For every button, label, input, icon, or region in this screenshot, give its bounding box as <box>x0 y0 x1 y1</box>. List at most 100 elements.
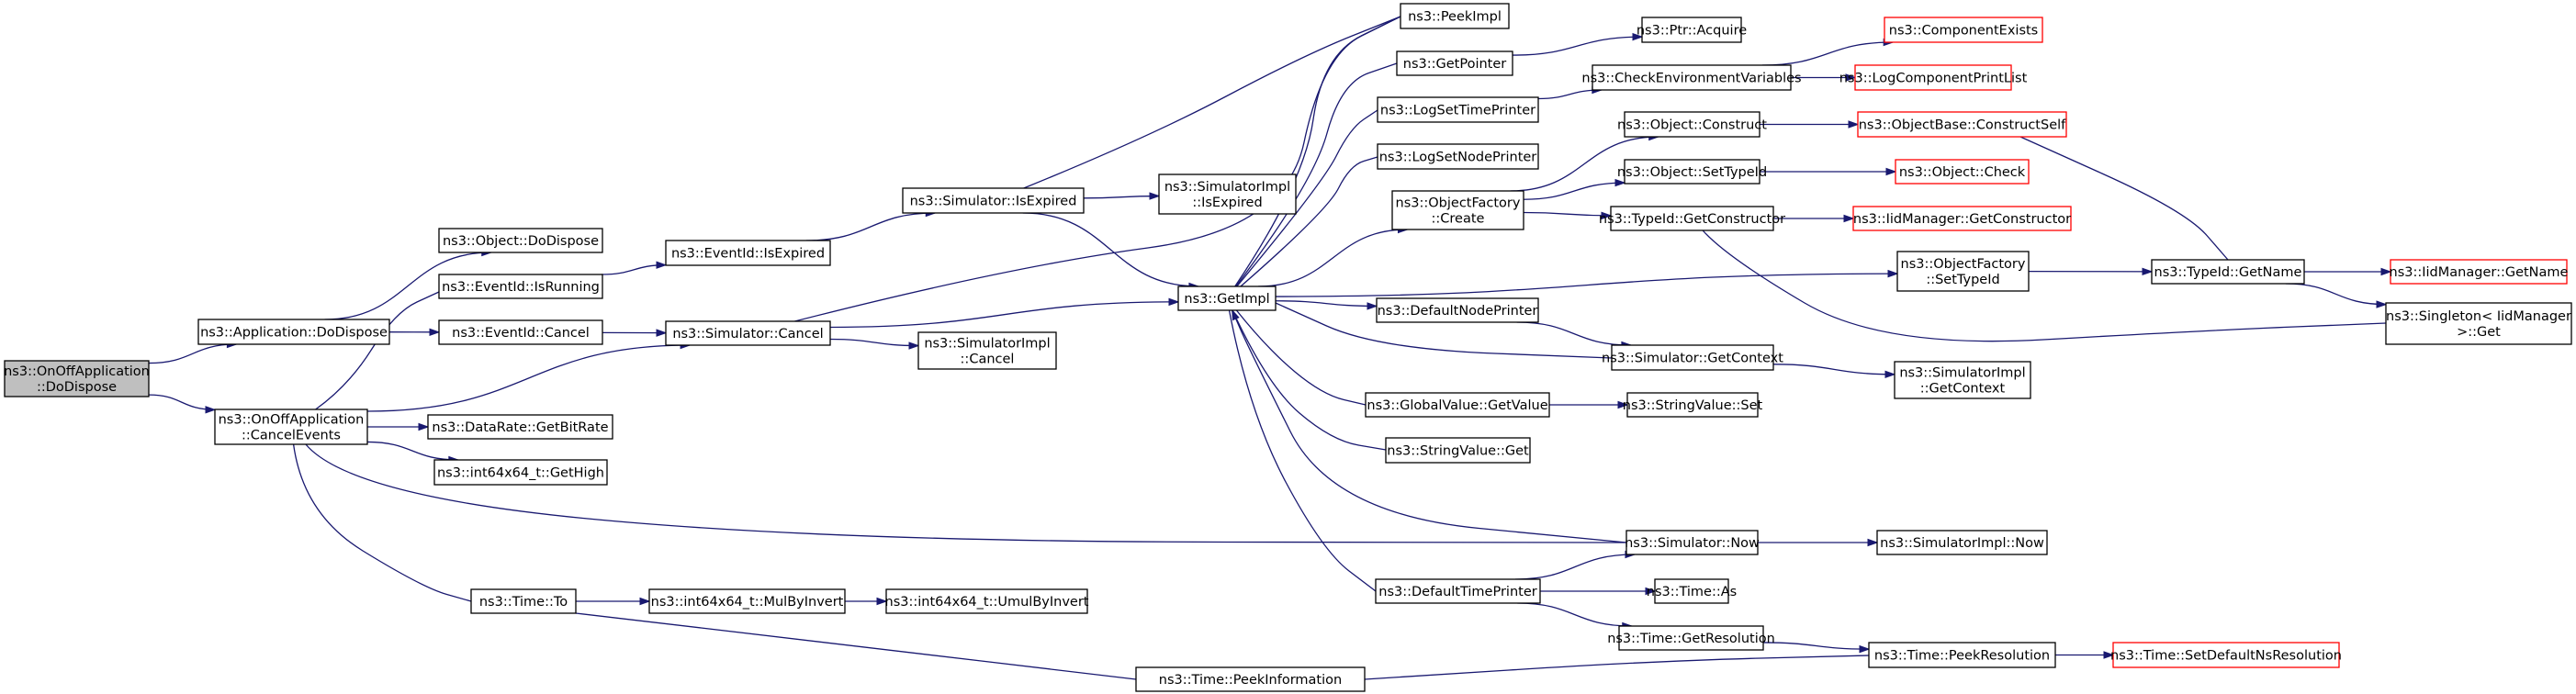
node-label: ns3::Application::DoDispose <box>200 325 388 340</box>
node-constructself[interactable]: ns3::ObjectBase::ConstructSelf <box>1857 111 2067 138</box>
node-getresolution[interactable]: ns3::Time::GetResolution <box>1607 625 1775 651</box>
edge-cancelevents-to-getbitrate <box>367 422 430 431</box>
node-label: ns3::EventId::IsExpired <box>671 246 825 261</box>
edge-defnodeprinter-to-simgetcontext <box>1516 321 1633 350</box>
node-implgetcontext[interactable]: ns3::SimulatorImpl::GetContext <box>1894 361 2031 399</box>
node-ofsettypeid[interactable]: ns3::ObjectFactory::SetTypeId <box>1896 251 2030 292</box>
node-ofcreate[interactable]: ns3::ObjectFactory::Create <box>1391 190 1524 230</box>
node-evcancel[interactable]: ns3::EventId::Cancel <box>438 319 603 345</box>
edge-getimpl-to-ofsettypeid <box>1275 269 1899 297</box>
edge-peekinfo-to-peekresolution <box>1364 655 1870 680</box>
node-logcompprint[interactable]: ns3::LogComponentPrintList <box>1839 64 2028 91</box>
node-label: ns3::DataRate::GetBitRate <box>432 420 608 435</box>
node-cancelevents[interactable]: ns3::OnOffApplication::CancelEvents <box>214 409 368 445</box>
node-label: ns3::LogComponentPrintList <box>1839 71 2028 85</box>
node-label: ns3::IidManager::GetName <box>2390 265 2569 280</box>
node-root[interactable]: ns3::OnOffApplication::DoDispose <box>4 360 150 397</box>
edge-ofsettypeid-to-typeidgetname <box>2028 267 2154 276</box>
node-ptracquire[interactable]: ns3::Ptr::Acquire <box>1637 17 1747 43</box>
node-label: ns3::GetPointer <box>1403 57 1507 72</box>
node-svget[interactable]: ns3::StringValue::Get <box>1385 437 1531 464</box>
edge-isrunning-to-isexpired <box>602 261 668 275</box>
node-label: ns3::PeekImpl <box>1408 9 1502 24</box>
node-implisexpired[interactable]: ns3::SimulatorImpl::IsExpired <box>1158 174 1297 215</box>
node-label: ::GetContext <box>1920 381 2006 396</box>
node-label: ns3::Simulator::Now <box>1625 536 1760 551</box>
node-timeas[interactable]: ns3::Time::As <box>1647 578 1737 604</box>
node-objdispose[interactable]: ns3::Object::DoDispose <box>438 228 603 253</box>
node-getconstructor[interactable]: ns3::TypeId::GetConstructor <box>1599 206 1785 231</box>
node-umulbyinvert[interactable]: ns3::int64x64_t::UmulByInvert <box>885 588 1089 614</box>
node-objcheck[interactable]: ns3::Object::Check <box>1895 159 2030 185</box>
node-label: ns3::Time::To <box>479 595 568 610</box>
node-timeto[interactable]: ns3::Time::To <box>470 588 577 614</box>
node-label: ns3::Time::SetDefaultNsResolution <box>2110 648 2342 663</box>
node-typeidgetname[interactable]: ns3::TypeId::GetName <box>2151 259 2305 285</box>
edge-objconstruct-to-constructself <box>1759 120 1860 129</box>
edge-deftimeprinter-to-getresolution <box>1517 602 1634 631</box>
node-getimpl[interactable]: ns3::GetImpl <box>1177 285 1277 311</box>
node-label: ns3::Singleton< IidManager <box>2386 309 2571 324</box>
node-svset[interactable]: ns3::StringValue::Set <box>1623 392 1763 418</box>
edge-getimpl-to-logsettime <box>1236 109 1378 287</box>
node-compexists[interactable]: ns3::ComponentExists <box>1884 17 2043 43</box>
edge-evcancel-to-simcancel <box>602 329 668 337</box>
edge-simcancel-to-implcancel <box>829 338 920 350</box>
node-deftimeprinter[interactable]: ns3::DefaultTimePrinter <box>1375 578 1541 604</box>
edge-getpointer-to-ptracquire <box>1512 32 1644 56</box>
node-singletonget[interactable]: ns3::Singleton< IidManager >::Get <box>2385 302 2572 345</box>
node-label: ns3::SimulatorImpl::Now <box>1880 536 2044 551</box>
node-simnow[interactable]: ns3::Simulator::Now <box>1625 530 1760 555</box>
node-checkenv[interactable]: ns3::CheckEnvironmentVariables <box>1581 64 1802 91</box>
edge-simisexpired-to-peekimpl <box>1023 16 1401 189</box>
node-label: ns3::TypeId::GetName <box>2154 265 2302 280</box>
node-label: ns3::ObjectFactory <box>1396 196 1521 210</box>
node-label: ns3::ObjectFactory <box>1901 257 2026 272</box>
edge-constructself-to-typeidgetname <box>2019 136 2229 261</box>
node-objsettypeid[interactable]: ns3::Object::SetTypeId <box>1617 159 1767 185</box>
edge-simgetcontext-to-getimpl <box>1275 302 1613 359</box>
node-gvgetvalue[interactable]: ns3::GlobalValue::GetValue <box>1365 392 1550 418</box>
edge-simisexpired-to-implisexpired <box>1083 192 1161 200</box>
node-setdefaultns[interactable]: ns3::Time::SetDefaultNsResolution <box>2110 642 2342 668</box>
node-logsettime[interactable]: ns3::LogSetTimePrinter <box>1377 96 1539 123</box>
node-getbitrate[interactable]: ns3::DataRate::GetBitRate <box>427 414 613 440</box>
node-isrunning[interactable]: ns3::EventId::IsRunning <box>438 274 603 299</box>
node-implnow[interactable]: ns3::SimulatorImpl::Now <box>1876 530 2048 555</box>
edge-appdispose-to-evcancel <box>388 328 441 337</box>
node-label: ns3::SimulatorImpl <box>924 336 1050 351</box>
edge-checkenv-to-compexists <box>1761 38 1895 66</box>
node-label: ns3::TypeId::GetConstructor <box>1599 212 1785 227</box>
node-label: ns3::Ptr::Acquire <box>1637 23 1747 38</box>
node-label: ns3::int64x64_t::UmulByInvert <box>885 595 1089 610</box>
node-simcancel[interactable]: ns3::Simulator::Cancel <box>665 320 831 346</box>
node-gethigh[interactable]: ns3::int64x64_t::GetHigh <box>433 459 608 486</box>
edge-cancelevents-to-simcancel <box>366 341 692 412</box>
node-implcancel[interactable]: ns3::SimulatorImpl::Cancel <box>917 331 1057 370</box>
node-isexpired[interactable]: ns3::EventId::IsExpired <box>665 240 831 266</box>
edge-deftimeprinter-to-simnow <box>1515 550 1637 580</box>
node-label: ns3::Object::Check <box>1899 165 2026 180</box>
node-label: ns3::DefaultNodePrinter <box>1378 304 1538 319</box>
edge-getimpl-to-svget <box>1232 309 1387 451</box>
node-simgetcontext[interactable]: ns3::Simulator::GetContext <box>1602 344 1783 371</box>
edge-getimpl-to-peekimpl <box>1234 16 1401 287</box>
node-getpointer[interactable]: ns3::GetPointer <box>1396 50 1513 76</box>
node-peekresolution[interactable]: ns3::Time::PeekResolution <box>1868 642 2056 668</box>
node-peekimpl[interactable]: ns3::PeekImpl <box>1400 3 1510 29</box>
node-iidgetname[interactable]: ns3::IidManager::GetName <box>2390 259 2569 285</box>
edge-simnow-to-implnow <box>1758 538 1879 547</box>
node-iidgetconstructor[interactable]: ns3::IidManager::GetConstructor <box>1852 206 2072 231</box>
node-mulbyinvert[interactable]: ns3::int64x64_t::MulByInvert <box>648 588 846 614</box>
node-appdispose[interactable]: ns3::Application::DoDispose <box>197 319 390 345</box>
node-peekinfo[interactable]: ns3::Time::PeekInformation <box>1135 666 1366 692</box>
node-label: >::Get <box>2457 325 2501 340</box>
node-logsetnode[interactable]: ns3::LogSetNodePrinter <box>1377 143 1539 170</box>
node-label: ns3::Time::GetResolution <box>1607 632 1775 646</box>
node-simisexpired[interactable]: ns3::Simulator::IsExpired <box>902 187 1085 214</box>
edge-timeto-to-peekinfo <box>575 612 1137 680</box>
node-label: ns3::DefaultTimePrinter <box>1378 585 1536 599</box>
node-objconstruct[interactable]: ns3::Object::Construct <box>1617 111 1767 138</box>
node-defnodeprinter[interactable]: ns3::DefaultNodePrinter <box>1376 297 1539 323</box>
